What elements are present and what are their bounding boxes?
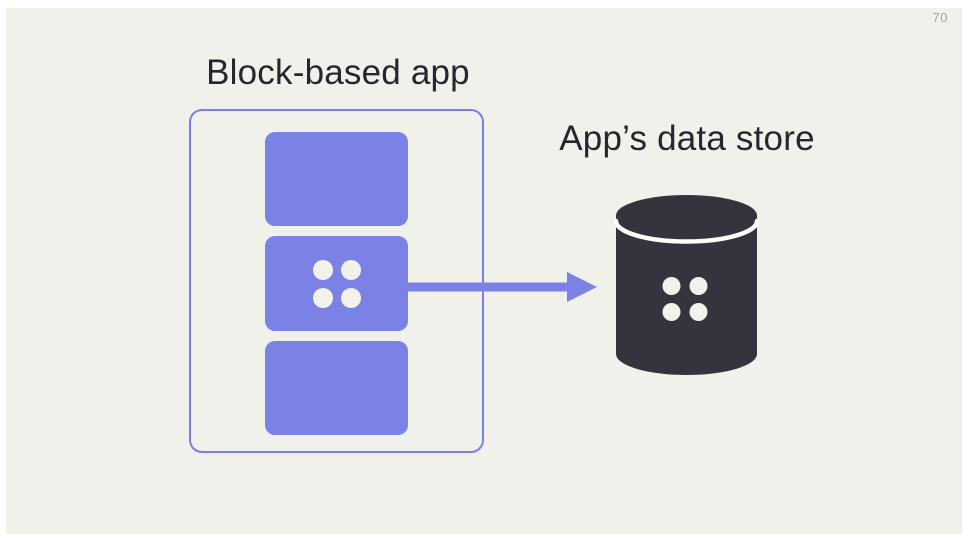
- dot: [340, 259, 361, 280]
- blocks-icon: [312, 259, 361, 308]
- data-store-title: App’s data store: [559, 119, 815, 158]
- page-number: 70: [932, 10, 948, 25]
- app-block-bottom: [265, 341, 408, 435]
- app-block-top: [265, 132, 408, 226]
- blocks-icon: [662, 277, 708, 321]
- dot: [312, 259, 333, 280]
- app-block-middle: [265, 236, 408, 331]
- app-title: Block-based app: [206, 53, 470, 92]
- database-icon: [613, 195, 760, 375]
- slide-background: [6, 8, 962, 534]
- arrow-right-icon: [408, 272, 597, 302]
- dot: [312, 287, 333, 308]
- dot: [340, 287, 361, 308]
- app-outline-box: [189, 109, 484, 453]
